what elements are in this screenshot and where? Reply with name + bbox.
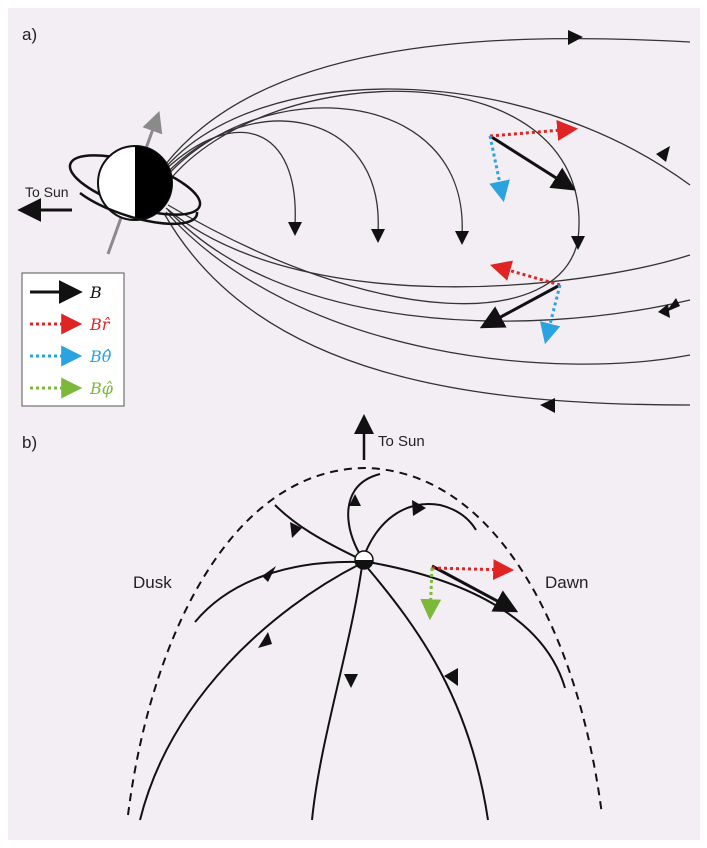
arrowhead xyxy=(568,30,583,45)
panel-b-line-arrows xyxy=(258,494,458,688)
field-line xyxy=(165,211,691,365)
field-line xyxy=(164,37,691,166)
arrowhead xyxy=(444,668,458,686)
arrowhead xyxy=(656,146,670,162)
arrowhead xyxy=(658,304,670,318)
field-line xyxy=(164,214,691,406)
field-line xyxy=(165,207,691,288)
field-line xyxy=(164,88,691,186)
dusk-label: Dusk xyxy=(133,573,172,592)
btheta-vector-upper xyxy=(488,135,510,203)
field-line xyxy=(167,209,691,322)
b-vector-upper xyxy=(489,134,577,191)
to-sun-label: To Sun xyxy=(25,184,69,200)
planet-ring-front xyxy=(79,192,199,226)
planet-night-side xyxy=(135,146,172,220)
panel-a-label: a) xyxy=(22,25,37,44)
arrowhead xyxy=(288,222,302,236)
panel-a-to-sun: To Sun xyxy=(17,184,72,222)
arrowhead xyxy=(571,236,585,250)
planet-small-night xyxy=(355,560,373,569)
br-vector-upper xyxy=(489,119,579,141)
arrowhead xyxy=(412,500,426,516)
field-line xyxy=(311,565,363,821)
panel-b: b) To Sun Dusk Dawn xyxy=(8,414,700,840)
field-line xyxy=(363,503,477,557)
field-line xyxy=(164,107,463,236)
legend: B Br̂ Bθ̂ Bφ̂ xyxy=(21,272,125,407)
arrowhead xyxy=(290,522,302,538)
legend-label-btheta: Bθ̂ xyxy=(89,347,112,366)
arrowhead xyxy=(455,231,469,245)
panel-a-field-lines xyxy=(164,37,691,406)
to-sun-label-b: To Sun xyxy=(378,433,425,450)
arrowhead xyxy=(666,298,680,312)
planet xyxy=(68,111,202,255)
panel-b-field-lines xyxy=(139,473,566,821)
field-line xyxy=(139,563,361,821)
bphi-vector-b xyxy=(420,567,442,621)
field-line xyxy=(274,504,363,561)
panel-b-label: b) xyxy=(22,433,37,452)
dawn-label: Dawn xyxy=(545,573,588,592)
arrowhead xyxy=(349,494,361,506)
field-line xyxy=(347,473,381,559)
legend-label-br: Br̂ xyxy=(89,315,111,334)
b-vector-lower xyxy=(479,283,561,329)
arrowhead xyxy=(371,229,385,243)
panel-a-line-arrows xyxy=(288,30,680,413)
arrowhead xyxy=(258,632,272,648)
field-line xyxy=(167,90,580,305)
panel-a: a) xyxy=(8,8,700,420)
field-line xyxy=(164,131,296,226)
field-line xyxy=(365,565,489,821)
legend-label-b: B xyxy=(89,283,102,302)
b-vector-b xyxy=(431,564,519,613)
panel-a-vectors xyxy=(479,119,579,345)
br-vector-b xyxy=(431,559,515,581)
arrowhead xyxy=(262,566,276,582)
arrowhead xyxy=(344,674,358,688)
legend-label-bphi: Bφ̂ xyxy=(89,379,114,398)
magnetopause-boundary xyxy=(127,466,603,816)
arrowhead xyxy=(540,398,555,413)
